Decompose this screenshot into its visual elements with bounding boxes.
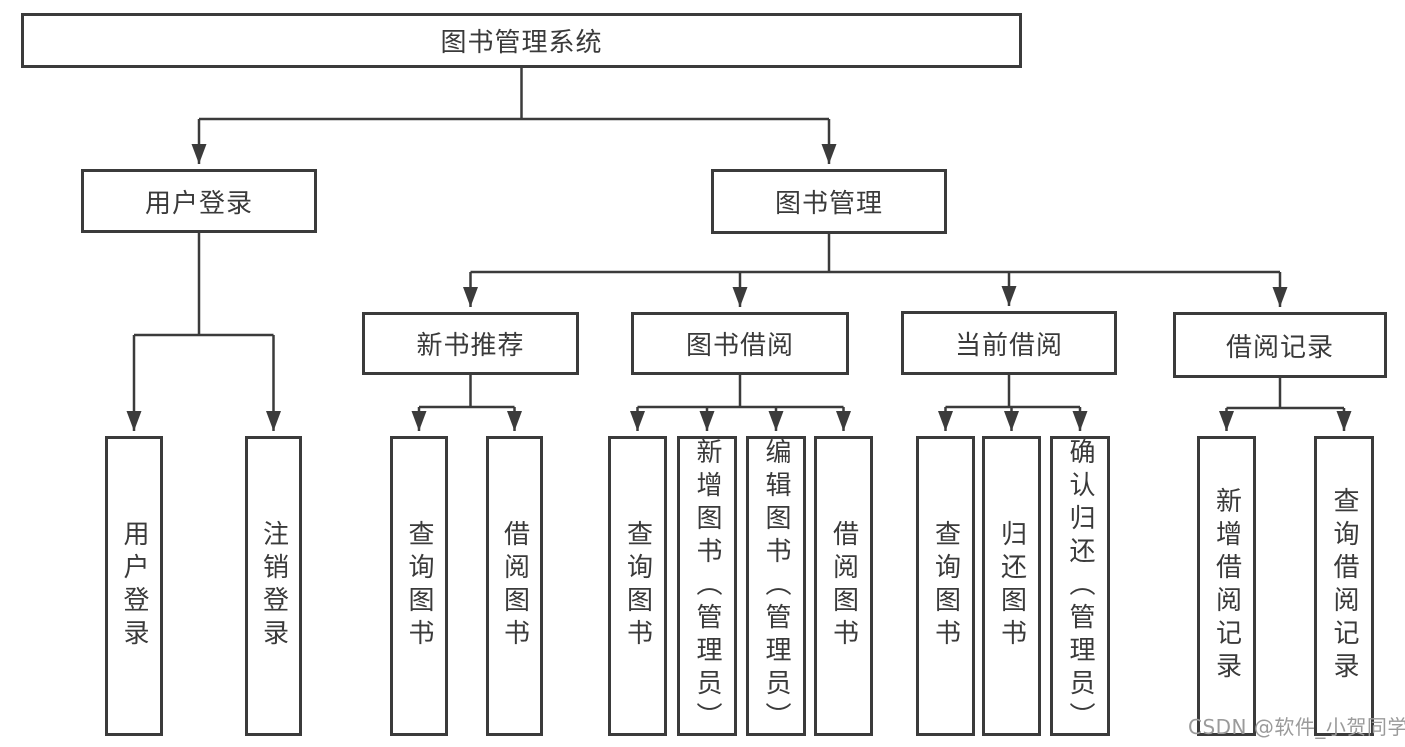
node-book-borrow: 图书借阅 [631,312,849,375]
node-borrow-record: 借阅记录 [1173,312,1387,378]
node-new-book-recommend: 新书推荐 [362,312,579,375]
leaf-current-query-book: 查询图书 [916,436,975,736]
leaf-borrow-query-book: 查询图书 [608,436,667,736]
leaf-newbook-query: 查询图书 [390,436,448,736]
leaf-newbook-borrow: 借阅图书 [486,436,543,736]
leaf-user-login: 用户登录 [105,436,163,736]
leaf-add-borrow-record: 新增借阅记录 [1197,436,1256,736]
leaf-add-book-admin: 新增图书（管理员） [677,436,737,736]
csdn-watermark: CSDN @软件_小贺同学 [1188,715,1405,739]
node-book-management: 图书管理 [711,169,947,234]
leaf-logout: 注销登录 [245,436,302,736]
leaf-confirm-return-admin: 确认归还（管理员） [1050,436,1110,736]
leaf-edit-book-admin: 编辑图书（管理员） [746,436,806,736]
node-user-login: 用户登录 [81,169,317,233]
leaf-query-borrow-record: 查询借阅记录 [1314,436,1374,736]
node-root: 图书管理系统 [21,13,1022,68]
leaf-return-book: 归还图书 [982,436,1041,736]
node-current-borrow: 当前借阅 [901,311,1117,375]
leaf-borrow-book: 借阅图书 [814,436,873,736]
